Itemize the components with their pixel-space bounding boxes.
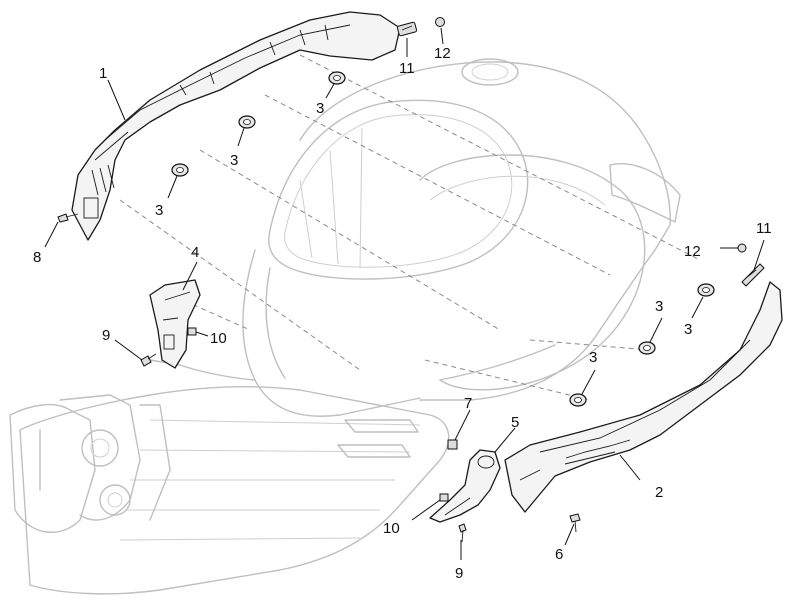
bracket-part-4 <box>149 279 201 369</box>
nut-part-7 <box>447 439 458 450</box>
callout-10-left: 10 <box>210 330 227 347</box>
callout-6: 6 <box>555 546 563 563</box>
callout-5: 5 <box>511 414 519 431</box>
clip-part-10-left <box>187 327 197 336</box>
right-side-panel-part <box>504 281 783 513</box>
assembly-lines <box>119 54 701 401</box>
grommet-3-c <box>171 163 189 177</box>
callout-9-bottom: 9 <box>455 565 463 582</box>
callout-12-right: 12 <box>684 243 701 260</box>
grommet-3-a <box>328 71 346 85</box>
grommet-3-b <box>238 115 256 129</box>
callout-4: 4 <box>191 244 199 261</box>
clip-part-11-top <box>396 21 418 37</box>
callout-2: 2 <box>655 484 663 501</box>
callout-3-d: 3 <box>655 298 663 315</box>
callout-labels: 1 11 12 3 3 3 8 4 9 10 11 12 3 3 3 7 5 2… <box>33 45 772 582</box>
callout-12-top: 12 <box>434 45 451 62</box>
callout-8: 8 <box>33 249 41 266</box>
screw-part-6 <box>569 513 581 533</box>
hardware <box>57 17 765 543</box>
nut-part-12-top <box>435 17 445 27</box>
callout-3-a: 3 <box>316 100 324 117</box>
callout-11-right: 11 <box>756 220 772 237</box>
left-side-panel-part <box>71 11 401 241</box>
nut-part-12-right <box>737 243 747 253</box>
scooter-frame-outline <box>9 58 681 595</box>
callout-7: 7 <box>464 395 472 412</box>
grommets <box>171 71 715 407</box>
callout-3-f: 3 <box>589 349 597 366</box>
callout-10-bottom: 10 <box>383 520 400 537</box>
bracket-part-5 <box>429 449 501 523</box>
clip-part-10-bottom <box>439 493 449 502</box>
clip-part-11-right <box>741 263 765 287</box>
callout-3-c: 3 <box>155 202 163 219</box>
callout-1: 1 <box>99 65 107 82</box>
grommet-3-f <box>569 393 587 407</box>
callout-3-e: 3 <box>684 321 692 338</box>
screw-part-9-left <box>140 353 157 367</box>
grommet-3-e <box>638 341 656 355</box>
callout-3-b: 3 <box>230 152 238 169</box>
callout-11-top: 11 <box>399 60 415 77</box>
grommet-3-d <box>697 283 715 297</box>
screw-part-8 <box>57 213 79 223</box>
callout-9-left: 9 <box>102 327 110 344</box>
leader-lines <box>44 27 765 560</box>
screw-part-9-bottom <box>458 523 467 543</box>
